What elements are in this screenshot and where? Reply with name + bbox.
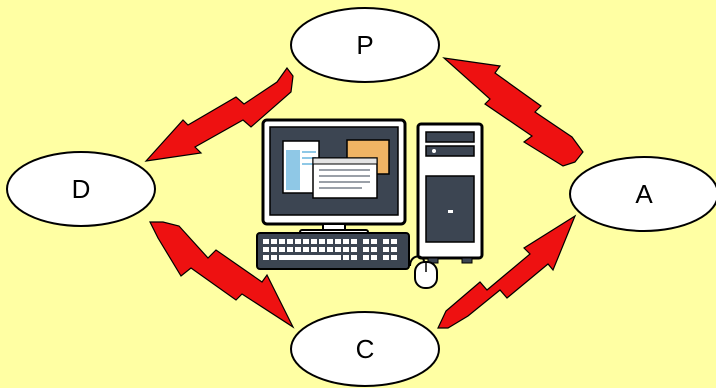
node-p-label: P [356,30,374,60]
node-c-label: C [355,334,375,364]
node-c-ellipse [290,311,440,387]
mouse-icon [409,255,438,289]
node-d-ellipse [6,151,156,227]
pc-tower-icon [416,122,484,264]
node-p-ellipse [290,7,440,83]
desktop-computer-icon [256,118,484,289]
node-d-label: D [71,174,91,204]
monitor-icon [261,118,407,237]
arrow-c-to-a [437,214,577,329]
keyboard-icon [256,232,410,270]
node-a-label: A [635,179,653,209]
node-a-ellipse [569,156,716,232]
arrow-a-to-p [442,57,584,167]
arrow-d-to-c [149,221,295,329]
arrows [144,57,584,329]
arrow-p-to-d [144,66,294,162]
